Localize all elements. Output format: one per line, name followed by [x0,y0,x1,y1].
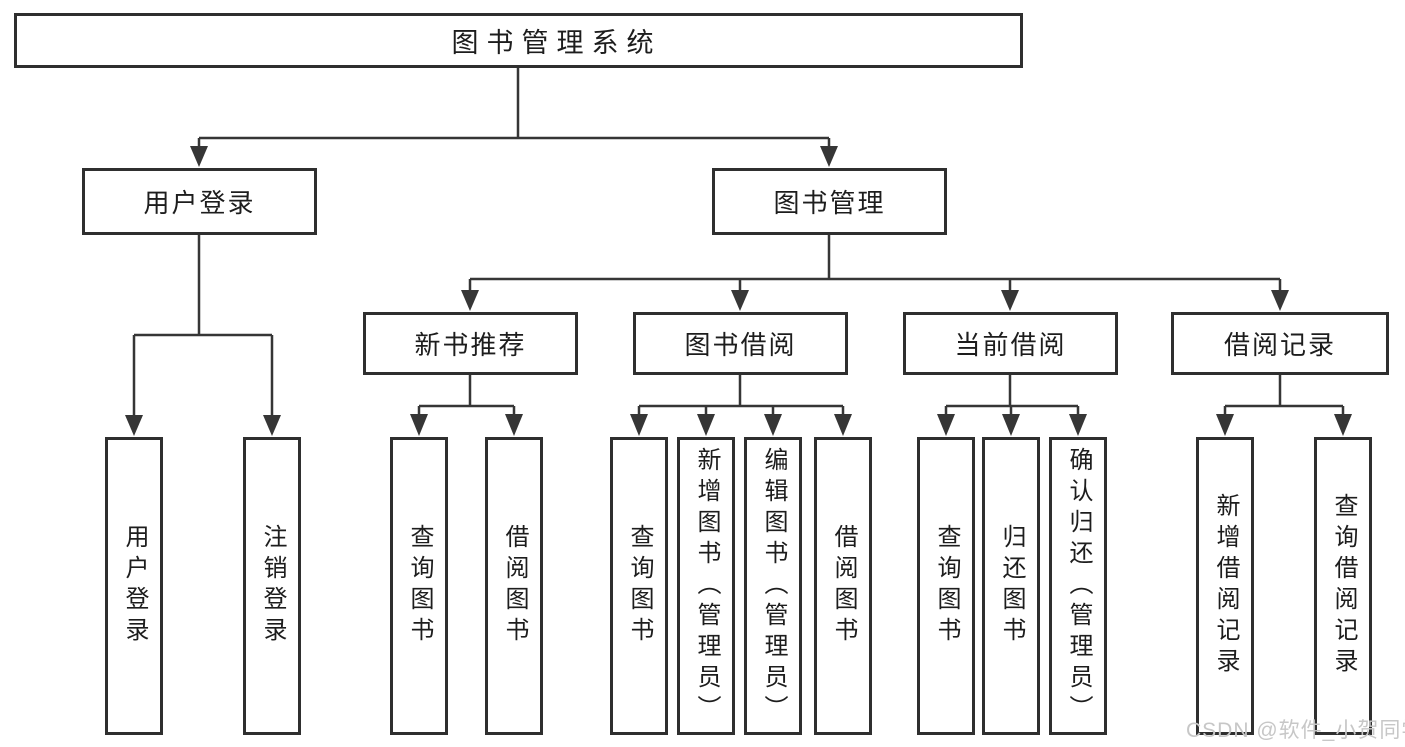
arrowhead [263,415,281,436]
edge-line [417,375,516,417]
node-label: 借阅记录 [1223,330,1336,360]
node-label: 编辑图书（管理员） [760,446,787,726]
arrowhead [1271,290,1289,311]
arrowhead [125,415,143,436]
arrowhead [1216,414,1234,436]
node-label: 借阅图书 [830,524,857,648]
arrowhead [1334,414,1352,436]
node-label: 确认归还（管理员） [1065,446,1092,726]
edges-root-to-level2 [190,68,838,167]
edges-borrow-records-to-leaves [1216,375,1352,436]
node-label: 图书管理系统 [451,28,662,58]
node-label: 查询借阅记录 [1330,493,1357,679]
arrowhead [764,414,782,436]
node-label: 查询图书 [626,524,653,648]
leaf-borrow-books: 借阅图书 [814,437,872,735]
leaf-query-books-borrow: 查询图书 [610,437,668,735]
leaf-logout: 注销登录 [243,437,301,735]
node-current-borrow: 当前借阅 [903,312,1118,375]
node-label: 用户登录 [121,524,148,648]
arrowhead [1069,414,1087,436]
leaf-add-borrow-record: 新增借阅记录 [1196,437,1254,735]
node-label: 查询图书 [406,524,433,648]
node-label: 注销登录 [259,524,286,648]
edges-book-management-to-level3 [461,235,1289,311]
leaf-query-borrow-record: 查询借阅记录 [1314,437,1372,735]
node-label: 用户登录 [143,188,256,218]
edges-current-borrow-to-leaves [937,375,1087,436]
edge-line [1223,375,1345,417]
node-book-management: 图书管理 [712,168,947,235]
arrowhead [630,414,648,436]
arrowhead [697,414,715,436]
leaf-return-book: 归还图书 [982,437,1040,735]
leaf-edit-book-admin: 编辑图书（管理员） [744,437,802,735]
node-book-borrow: 图书借阅 [633,312,848,375]
node-user-login: 用户登录 [82,168,317,235]
arrowhead [1002,414,1020,436]
arrowhead [731,290,749,311]
edges-new-book-recommend-to-leaves [410,375,523,436]
node-label: 新增借阅记录 [1212,493,1239,679]
leaf-query-books-recommend: 查询图书 [390,437,448,735]
node-label: 图书借阅 [684,330,797,360]
edge-line [132,235,274,417]
arrowhead [1001,290,1019,311]
arrowhead [834,414,852,436]
leaf-user-login: 用户登录 [105,437,163,735]
leaf-add-book-admin: 新增图书（管理员） [677,437,735,735]
watermark: CSDN @软件_小贺同学 [1186,719,1405,742]
node-label: 归还图书 [998,524,1025,648]
arrowhead [820,146,838,167]
node-label: 新增图书（管理员） [693,446,720,726]
edge-line [944,375,1080,417]
node-label: 图书管理 [773,188,886,218]
node-label: 查询图书 [933,524,960,648]
node-label: 借阅图书 [501,524,528,648]
edges-user-login-to-leaves [125,235,281,436]
leaf-query-books-current: 查询图书 [917,437,975,735]
node-label: 当前借阅 [954,330,1067,360]
edge-line [197,68,831,148]
arrowhead [461,290,479,311]
arrowhead [505,414,523,436]
arrowhead [190,146,208,167]
node-new-book-recommend: 新书推荐 [363,312,578,375]
edge-line [468,235,1282,292]
edge-line [637,375,845,417]
leaf-confirm-return-admin: 确认归还（管理员） [1049,437,1107,735]
arrowhead [410,414,428,436]
leaf-borrow-books-recommend: 借阅图书 [485,437,543,735]
arrowhead [937,414,955,436]
node-label: 新书推荐 [414,330,527,360]
node-root-system: 图书管理系统 [14,13,1023,68]
node-borrow-records: 借阅记录 [1171,312,1389,375]
edges-book-borrow-to-leaves [630,375,852,436]
